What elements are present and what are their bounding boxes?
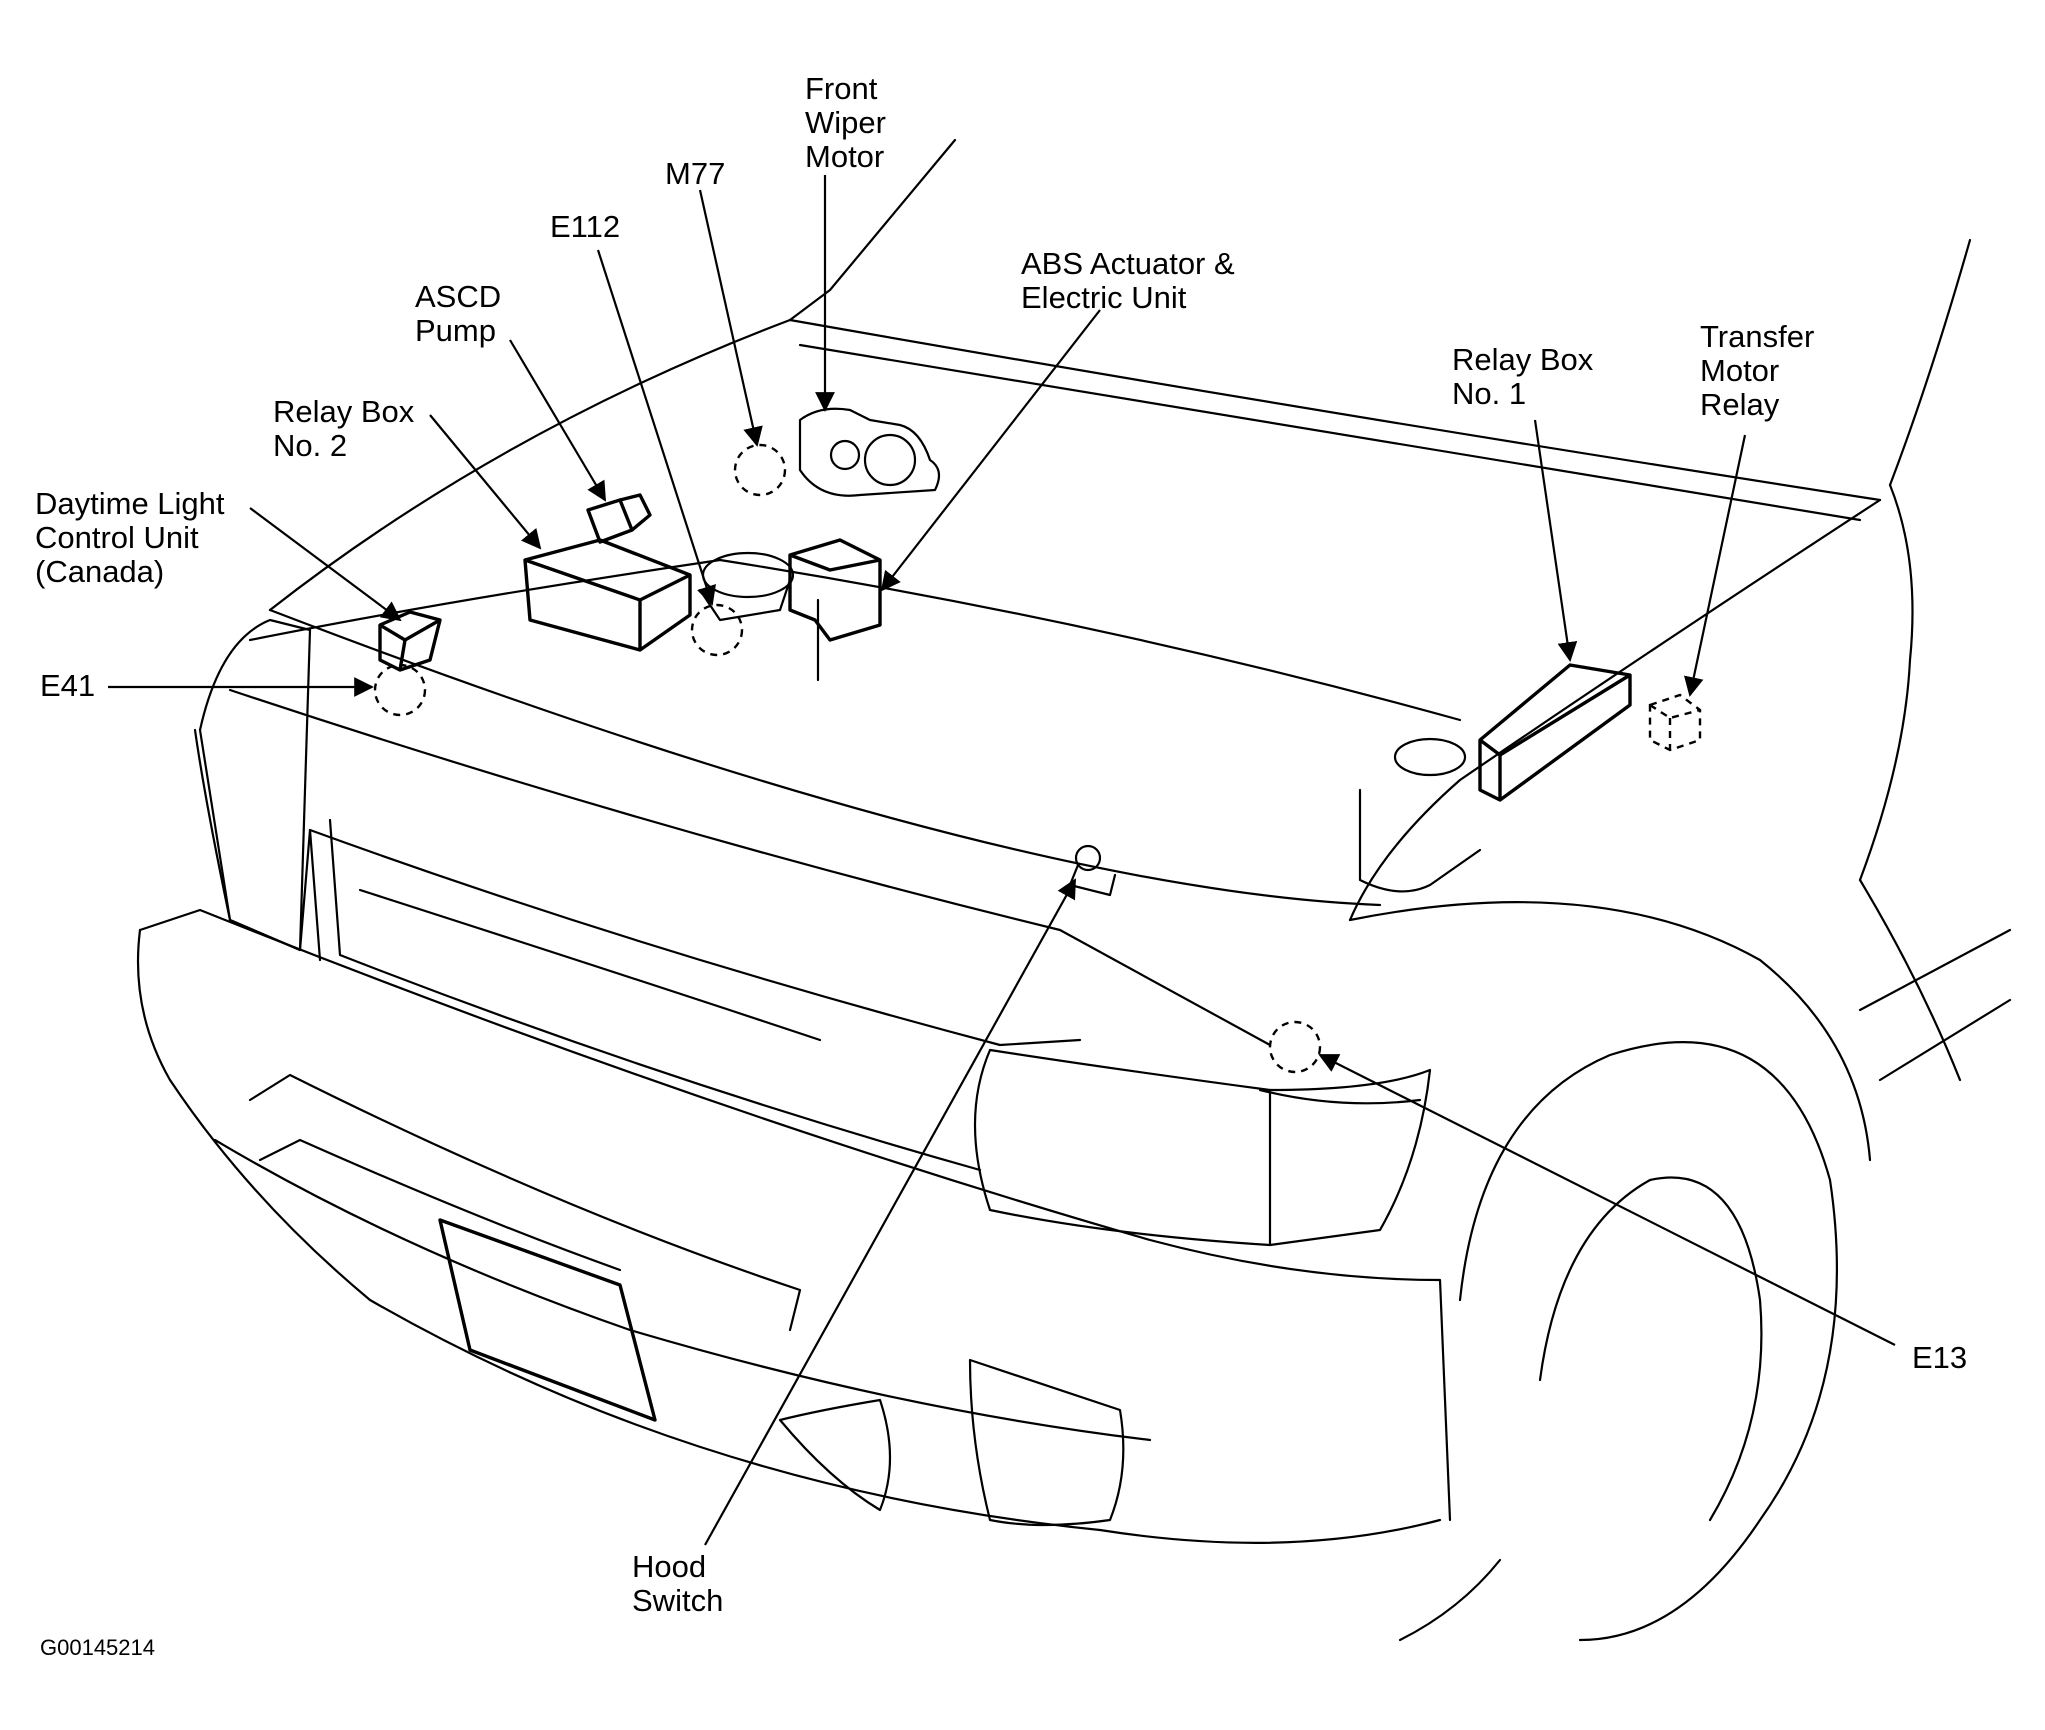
right-wheel bbox=[1398, 1041, 1838, 1642]
transfer-motor-relay-marker bbox=[1648, 693, 1702, 752]
ascd-pump-leader bbox=[509, 339, 607, 502]
left-headlamp bbox=[198, 618, 312, 952]
relay-box-no-2 bbox=[523, 538, 692, 652]
e112-leader bbox=[596, 249, 716, 606]
front-wiper-motor bbox=[798, 407, 941, 497]
relay-box-no-2-label: Relay Box No. 2 bbox=[273, 394, 415, 463]
e41-connector-marker bbox=[373, 663, 427, 717]
m77-leader bbox=[698, 189, 763, 447]
brake-reservoir bbox=[698, 551, 795, 622]
abs-actuator bbox=[788, 538, 882, 682]
hood-switch-leader bbox=[704, 878, 1076, 1546]
relay-box-no-1-label: Relay Box No. 1 bbox=[1452, 342, 1594, 411]
hood-outline bbox=[248, 318, 1882, 922]
windshield-outline bbox=[788, 138, 1972, 522]
daytime-light-control-unit-label: Daytime Light Control Unit (Canada) bbox=[35, 486, 225, 589]
abs-actuator-label: ABS Actuator & Electric Unit bbox=[1021, 246, 1235, 315]
front-wiper-motor-label: Front Wiper Motor bbox=[805, 71, 886, 174]
front-bumper bbox=[136, 908, 1452, 1544]
relay-box-1-leader bbox=[1533, 419, 1578, 662]
e13-leader bbox=[1318, 1054, 1896, 1346]
m77-label: M77 bbox=[665, 156, 726, 191]
e13-label: E13 bbox=[1912, 1340, 1968, 1375]
e112-connector-marker bbox=[690, 603, 744, 657]
transfer-motor-relay-leader bbox=[1684, 434, 1747, 697]
e41-label: E41 bbox=[40, 668, 96, 703]
transfer-motor-relay-label: Transfer Motor Relay bbox=[1700, 319, 1815, 422]
hood-switch bbox=[1068, 844, 1117, 897]
figure-code: G00145214 bbox=[40, 1635, 155, 1660]
right-headlamp bbox=[973, 1048, 1432, 1247]
relay-box-2-leader bbox=[429, 414, 542, 550]
m77-connector-marker bbox=[733, 443, 787, 497]
abs-actuator-leader bbox=[880, 309, 1101, 592]
e13-connector-marker bbox=[1268, 1020, 1322, 1074]
daytime-light-leader bbox=[249, 507, 402, 622]
ascd-pump bbox=[586, 493, 652, 544]
leader-lines bbox=[108, 175, 1896, 1546]
washer-reservoir bbox=[1358, 737, 1482, 893]
grille bbox=[193, 688, 1272, 1172]
right-fender bbox=[1258, 483, 2012, 1162]
e112-label: E112 bbox=[550, 209, 621, 244]
relay-box-no-1 bbox=[1478, 663, 1632, 802]
license-plate bbox=[438, 1218, 657, 1422]
hood-switch-label: Hood Switch bbox=[632, 1549, 724, 1618]
ascd-pump-label: ASCD Pump bbox=[415, 279, 502, 348]
